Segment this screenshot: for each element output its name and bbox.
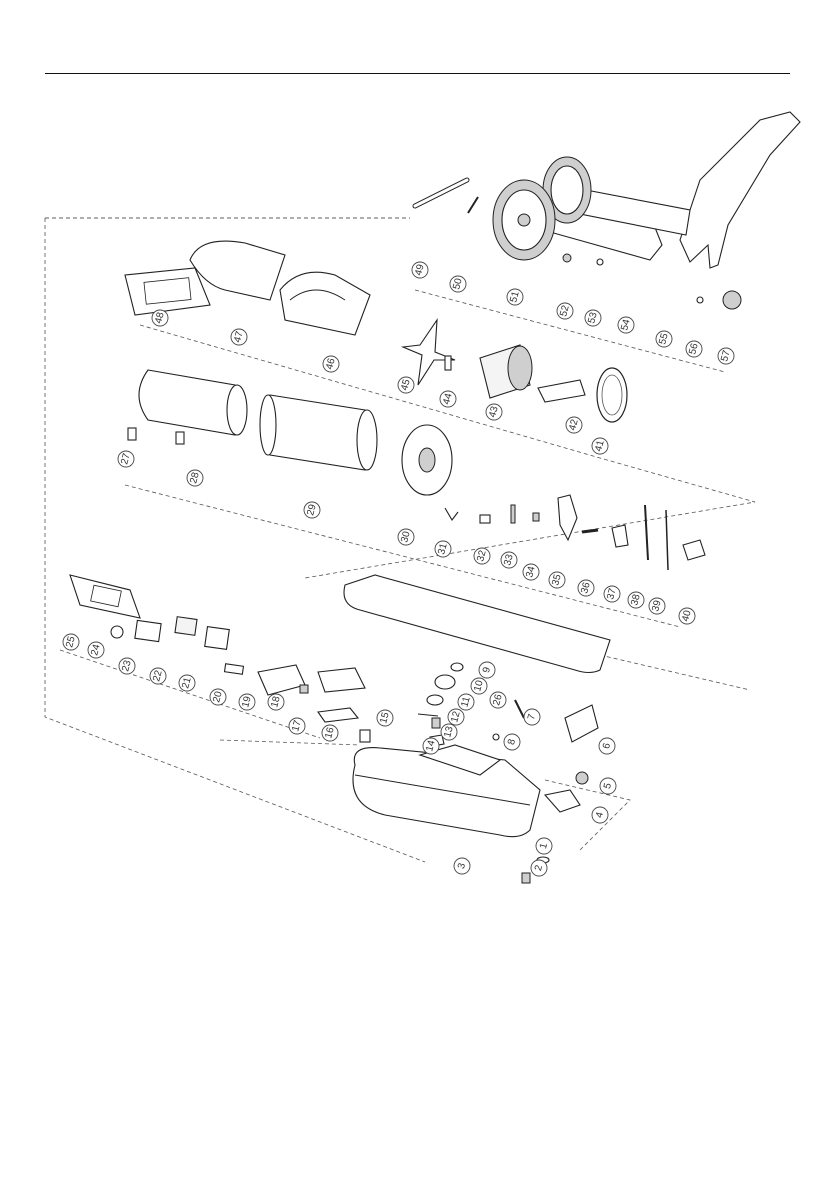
part-11 bbox=[427, 695, 443, 705]
part-38 bbox=[645, 505, 648, 560]
part-32 bbox=[480, 515, 490, 523]
board-22 bbox=[175, 617, 197, 636]
part-2 bbox=[522, 873, 530, 883]
part-13 bbox=[432, 718, 440, 728]
pin-part bbox=[468, 197, 478, 213]
housing-right-line bbox=[600, 655, 750, 690]
motor-face bbox=[508, 346, 532, 390]
part-10 bbox=[435, 675, 455, 689]
part-12 bbox=[418, 714, 438, 716]
front-wheel-axle bbox=[518, 214, 530, 226]
part-39 bbox=[666, 510, 668, 570]
lower-housing bbox=[344, 575, 610, 673]
rear-wheel-hub bbox=[551, 166, 583, 214]
part-31 bbox=[445, 508, 458, 520]
part-40 bbox=[683, 540, 705, 560]
control-parts bbox=[70, 575, 370, 742]
board-23 bbox=[135, 620, 161, 641]
part-6 bbox=[565, 705, 598, 742]
part-19 bbox=[258, 665, 305, 695]
combustion-chambers bbox=[128, 370, 377, 470]
row-15-bottom-line bbox=[220, 740, 360, 745]
burner-plate bbox=[402, 425, 452, 495]
wheels bbox=[493, 157, 591, 260]
motor-bracket bbox=[538, 380, 585, 402]
part-18 bbox=[300, 685, 308, 693]
row-15-25-line bbox=[60, 650, 320, 738]
fuel-tank bbox=[353, 745, 540, 837]
cover-21 bbox=[205, 627, 230, 650]
part-15 bbox=[360, 730, 370, 742]
part-20 bbox=[225, 664, 244, 674]
top-shell-2 bbox=[280, 272, 370, 335]
part-5 bbox=[576, 772, 588, 784]
housing-26 bbox=[344, 575, 610, 673]
knob-24 bbox=[111, 626, 123, 638]
motor-assembly bbox=[403, 320, 627, 422]
washer-2-part bbox=[697, 297, 703, 303]
knob-part bbox=[723, 291, 741, 309]
part-37 bbox=[612, 525, 628, 547]
part-7 bbox=[515, 700, 524, 718]
rear-cover-plate bbox=[125, 268, 210, 315]
part-36 bbox=[582, 530, 598, 532]
part-8 bbox=[493, 734, 499, 740]
handle-part bbox=[680, 112, 800, 268]
row-49-57-line bbox=[415, 290, 725, 372]
part-33 bbox=[511, 505, 515, 523]
part-4 bbox=[545, 790, 580, 812]
clip-27b bbox=[176, 432, 184, 444]
row-4-6-line bbox=[545, 780, 630, 850]
part-9 bbox=[451, 663, 463, 671]
washer-part bbox=[597, 259, 603, 265]
panel-25 bbox=[70, 575, 140, 618]
part-16 bbox=[318, 708, 358, 722]
nut-part bbox=[563, 254, 571, 262]
inner-cylinder bbox=[263, 395, 373, 470]
part-35 bbox=[558, 495, 577, 540]
part-17 bbox=[318, 668, 365, 692]
fan-guard bbox=[597, 368, 627, 422]
bracket-44 bbox=[445, 356, 451, 370]
clip-27a bbox=[128, 428, 136, 440]
fan-blade bbox=[403, 320, 455, 385]
part-34 bbox=[533, 513, 539, 521]
